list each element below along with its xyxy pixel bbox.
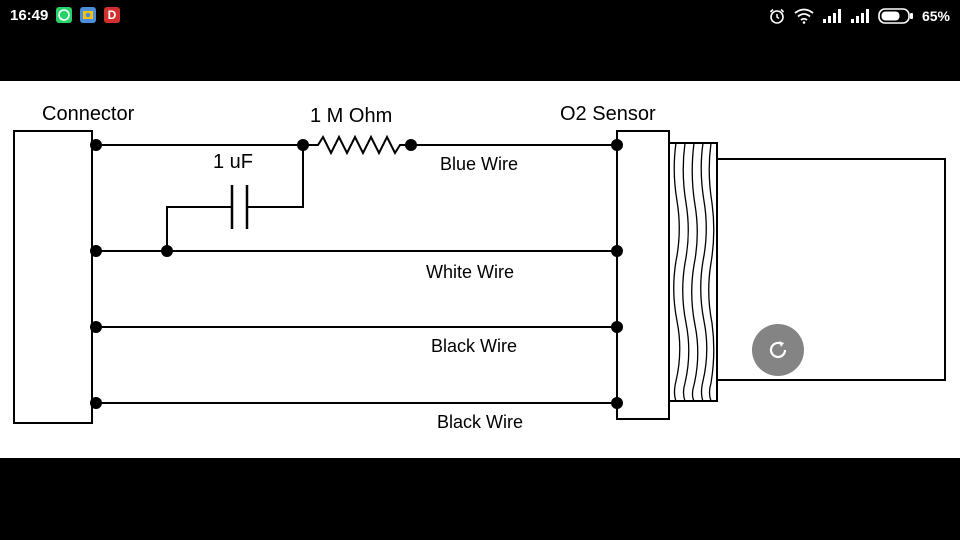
- wire-label-black-2: Black Wire: [437, 412, 523, 432]
- app-d-letter: D: [107, 8, 117, 22]
- wire-label-blue: Blue Wire: [440, 154, 518, 174]
- signal-2-icon: [850, 9, 869, 23]
- wifi-icon: [794, 8, 814, 24]
- sensor-body: [616, 130, 670, 420]
- o2-sensor-wiring-diagram: Connector 1 M Ohm O2 Sensor 1 uF Blue Wi…: [13, 103, 946, 432]
- wire-label-white: White Wire: [426, 262, 514, 282]
- resistor-label: 1 M Ohm: [310, 105, 392, 127]
- connector-label: Connector: [42, 103, 135, 125]
- battery-percent: 65%: [921, 8, 950, 24]
- signal-1-icon: [822, 9, 841, 23]
- thread-lines: [673, 142, 715, 402]
- battery-icon: [878, 8, 913, 24]
- capacitor-plates: [230, 185, 249, 229]
- capacitor-label: 1 uF: [213, 151, 253, 173]
- junction-dots: [90, 139, 623, 409]
- loading-spinner[interactable]: [752, 324, 804, 376]
- mail-icon: [80, 7, 96, 23]
- status-right: 65%: [768, 6, 950, 26]
- status-bar: 16:49 D 65%: [0, 0, 960, 32]
- sensor-label: O2 Sensor: [560, 103, 656, 125]
- alarm-icon: [769, 8, 785, 24]
- capacitor-branch: [166, 145, 304, 251]
- app-d-icon: D: [104, 7, 120, 23]
- image-viewer[interactable]: Connector 1 M Ohm O2 Sensor 1 uF Blue Wi…: [0, 81, 960, 458]
- wire-label-black-1: Black Wire: [431, 336, 517, 356]
- refresh-icon: [769, 341, 787, 359]
- resistor-symbol: [303, 134, 411, 156]
- whatsapp-icon: [56, 7, 72, 23]
- wires: [96, 134, 617, 404]
- status-time: 16:49: [10, 7, 49, 24]
- connector-block: [13, 130, 93, 424]
